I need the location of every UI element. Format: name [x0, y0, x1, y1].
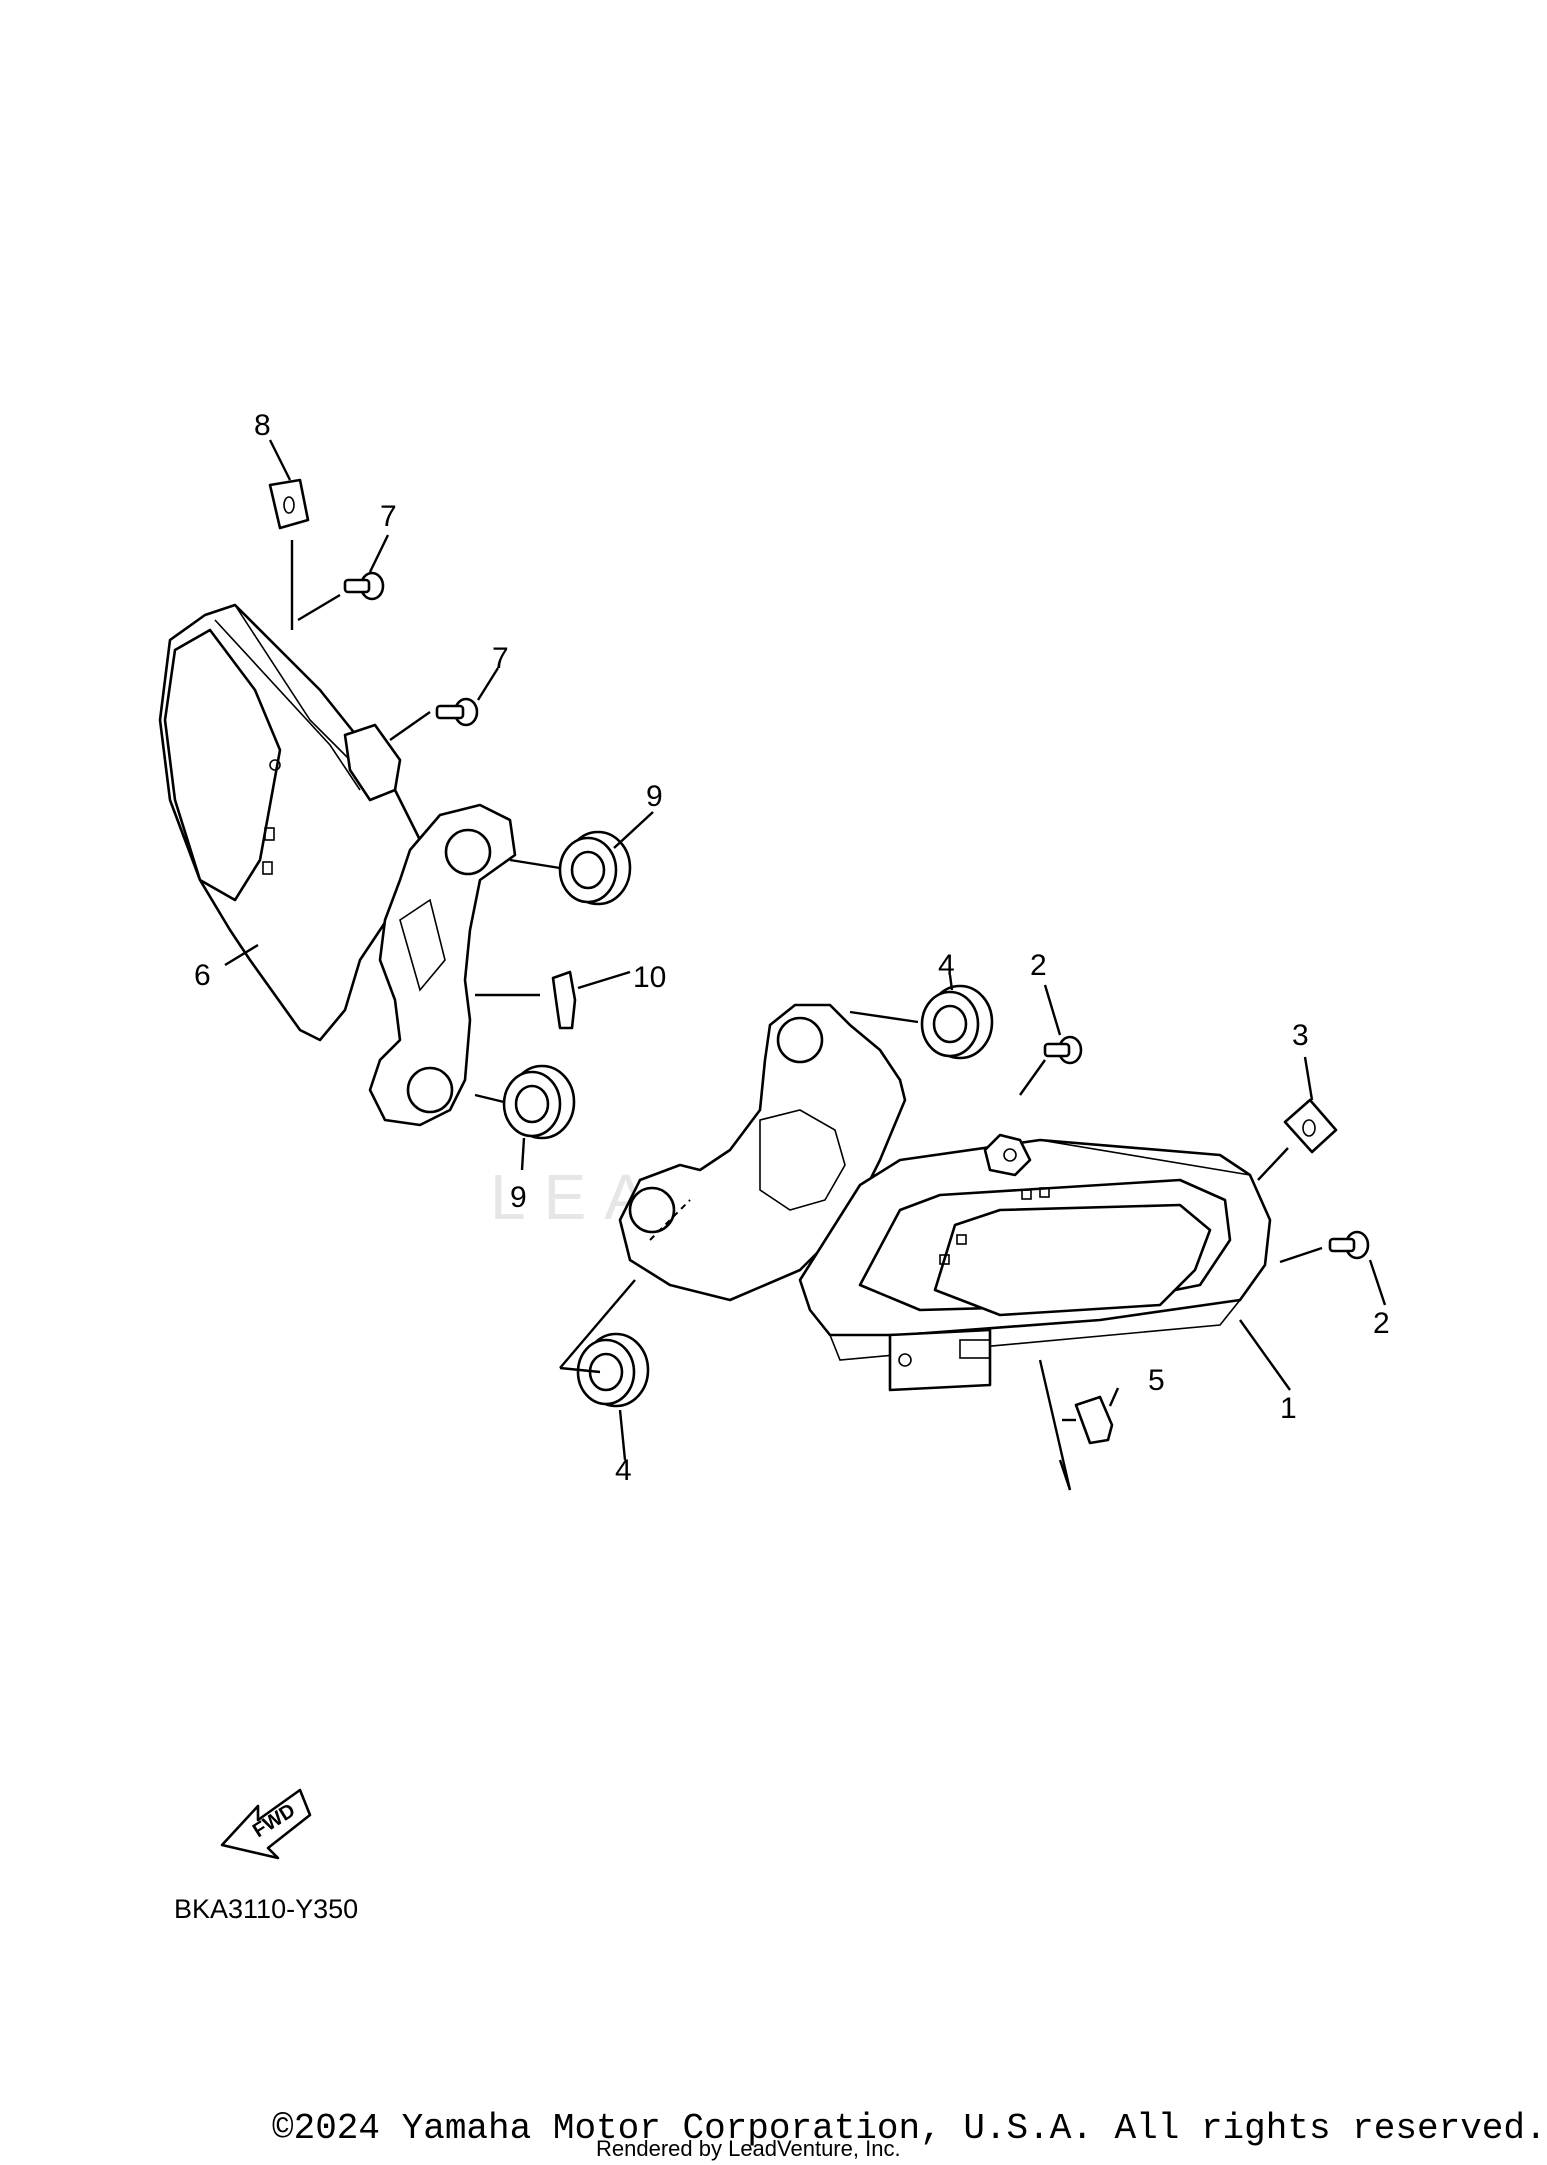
callout-1: 1 [1280, 1392, 1297, 1425]
fwd-arrow-icon: FWD [220, 1788, 312, 1860]
rendered-by-credit: Rendered by LeadVenture, Inc. [596, 2136, 901, 2161]
parts-diagram: 1 2 2 3 4 4 5 6 7 7 8 9 9 10 FWD BKA3110… [158, 409, 1390, 1924]
clip-part-8 [268, 478, 310, 530]
left-leader-lines [224, 439, 654, 1171]
screw-part-2-upper [1043, 1035, 1083, 1065]
callout-9b: 9 [510, 1181, 527, 1214]
callout-4b: 4 [615, 1454, 632, 1487]
callout-10: 10 [633, 961, 666, 994]
grommet-part-9-upper [558, 830, 632, 906]
grommet-part-9-lower [502, 1064, 576, 1140]
callout-9a: 9 [646, 780, 663, 813]
screw-part-2-lower [1328, 1230, 1370, 1260]
callout-6: 6 [194, 959, 211, 992]
clip-part-5 [1074, 1395, 1114, 1445]
callout-7a: 7 [380, 500, 397, 533]
callout-5: 5 [1148, 1364, 1165, 1397]
callout-4a: 4 [938, 949, 955, 982]
grommet-part-4-lower [576, 1332, 650, 1408]
grommet-part-4-upper [920, 984, 994, 1060]
clip-part-10 [551, 970, 577, 1030]
diagram-code: BKA3110-Y350 [174, 1894, 358, 1924]
right-leader-lines [559, 974, 1387, 1491]
callout-3: 3 [1292, 1019, 1309, 1052]
callout-8: 8 [254, 409, 271, 442]
callout-2a: 2 [1030, 949, 1047, 982]
right-cover-assembly [618, 1003, 1272, 1392]
callout-7b: 7 [492, 642, 509, 675]
callout-labels: 1 2 2 3 4 4 5 6 7 7 8 9 9 10 [194, 409, 1390, 1487]
screw-part-7-upper [343, 571, 385, 601]
clip-part-3 [1283, 1098, 1338, 1154]
screw-part-7-lower [435, 697, 479, 727]
callout-2b: 2 [1373, 1307, 1390, 1340]
left-cover-assembly [158, 603, 517, 1127]
copyright-notice: ©2024 Yamaha Motor Corporation, U.S.A. A… [272, 2108, 1547, 2149]
